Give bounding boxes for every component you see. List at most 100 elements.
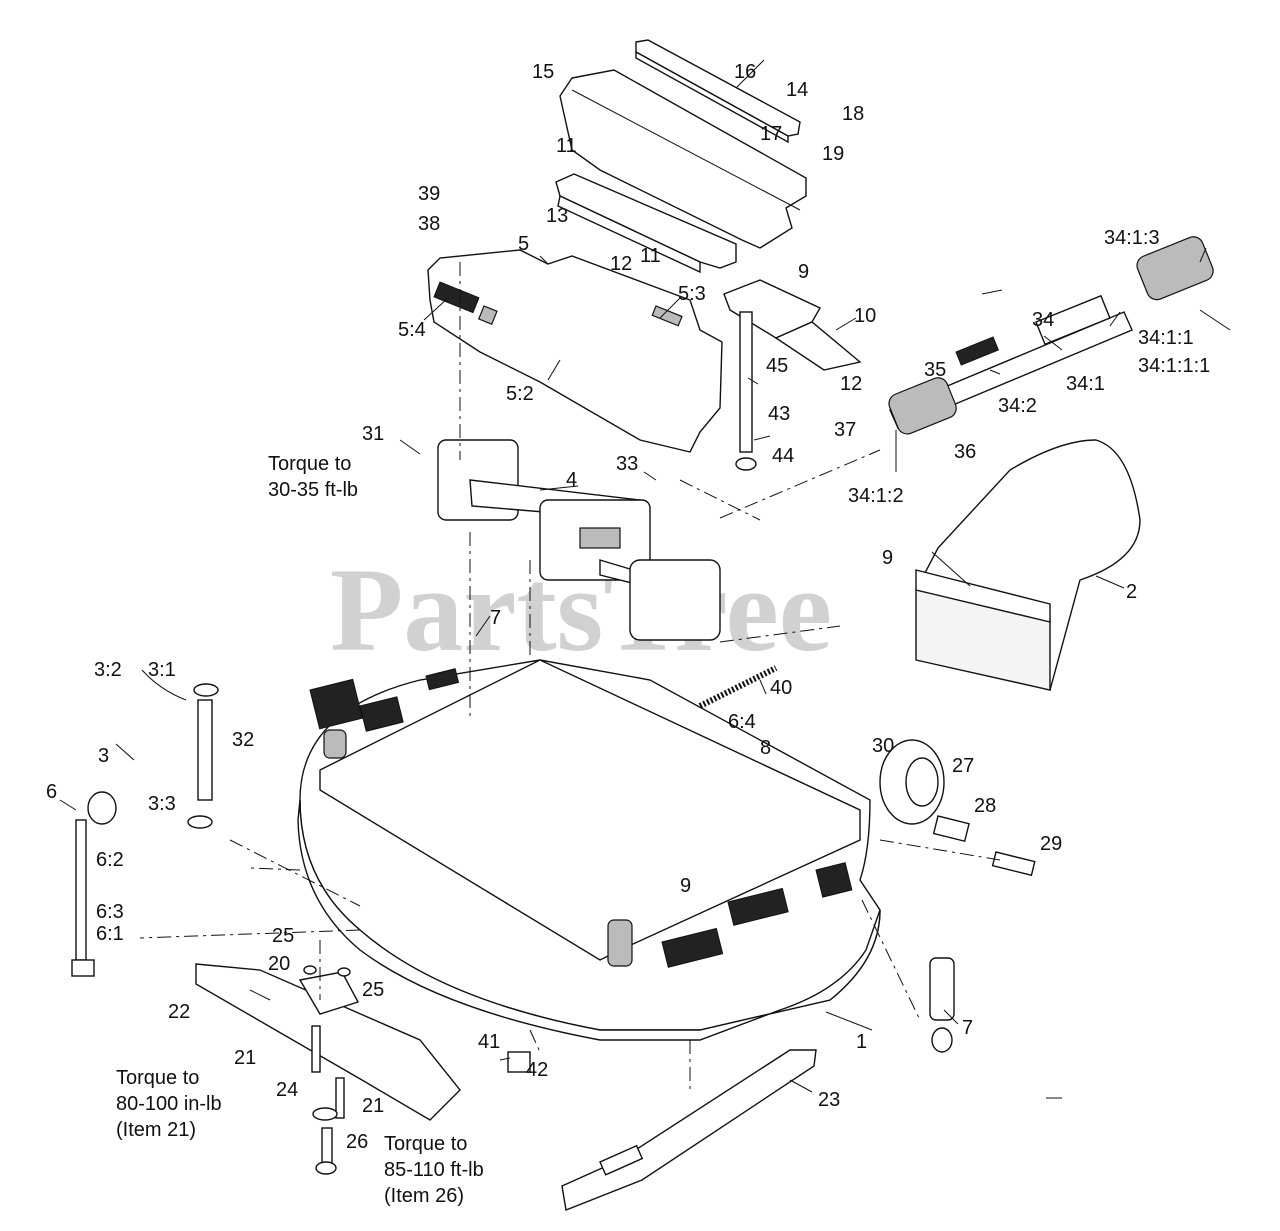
assembly-lines: [139, 262, 1001, 1090]
callout-32: 32: [232, 729, 254, 751]
callout-7-top: 7: [490, 607, 501, 629]
callout-34-1-1-1: 34:1:1:1: [1138, 355, 1210, 377]
callout-9-deck: 9: [680, 875, 691, 897]
callout-3-3: 3:3: [148, 793, 176, 815]
torque-note-item31-line1: Torque to: [268, 453, 351, 475]
callout-30: 30: [872, 735, 894, 757]
part-driveshaft-34: [888, 236, 1214, 435]
part-blade-23: [561, 1049, 817, 1211]
callout-18: 18: [842, 103, 864, 125]
callout-11-upper: 11: [556, 135, 577, 157]
part-mower-deck-1: [297, 659, 881, 1041]
part-hardware: [303, 965, 531, 1175]
callout-8: 8: [760, 737, 771, 759]
callout-31: 31: [362, 423, 384, 445]
callout-21-right: 21: [362, 1095, 384, 1117]
torque-note-item21-line2: 80-100 in-lb: [116, 1093, 222, 1115]
callout-36: 36: [954, 441, 976, 463]
callout-11-lower: 11: [640, 245, 661, 267]
part-blade-22: [195, 963, 461, 1121]
callout-44: 44: [772, 445, 794, 467]
torque-notes: Torque to 30-35 ft-lb Torque to 80-100 i…: [116, 453, 484, 1207]
callout-5-2: 5:2: [506, 383, 534, 405]
callout-3-1: 3:1: [148, 659, 176, 681]
callout-19: 19: [822, 143, 844, 165]
callout-6-3: 6:3: [96, 901, 124, 923]
part-bracket-14: [635, 39, 801, 144]
callout-25-lower: 25: [362, 979, 384, 1001]
callout-labels: 1 2 3 3:1 3:2 3:3 4 5 5:2 5:3 5:4 6 6:1 …: [46, 61, 1210, 1153]
callout-35: 35: [924, 359, 946, 381]
callout-6-1: 6:1: [96, 923, 124, 945]
callout-6-4: 6:4: [728, 711, 756, 733]
callout-27: 27: [952, 755, 974, 777]
callout-12-upper: 12: [610, 253, 632, 275]
callout-10: 10: [854, 305, 876, 327]
callout-5: 5: [518, 233, 529, 255]
callout-34-1: 34:1: [1066, 373, 1105, 395]
part-hub-20: [298, 971, 360, 1015]
callout-39: 39: [418, 183, 440, 205]
part-bracket-13: [555, 173, 737, 274]
callout-6-2: 6:2: [96, 849, 124, 871]
callout-7-bottom: 7: [962, 1017, 973, 1039]
part-height-pin-3: [141, 669, 219, 829]
callout-23: 23: [818, 1089, 840, 1111]
part-height-rod-6: [71, 791, 117, 977]
callout-25-upper: 25: [272, 925, 294, 947]
part-bracket-10: [723, 279, 862, 371]
callout-43: 43: [768, 403, 790, 425]
callout-5-3: 5:3: [678, 283, 706, 305]
callout-34: 34: [1032, 309, 1054, 331]
callout-4: 4: [566, 469, 577, 491]
torque-note-item21-line3: (Item 21): [116, 1119, 196, 1141]
callout-28: 28: [974, 795, 996, 817]
callout-6: 6: [46, 781, 57, 803]
callout-5-4: 5:4: [398, 319, 426, 341]
callout-14: 14: [786, 79, 808, 101]
callout-34-2: 34:2: [998, 395, 1037, 417]
callout-17: 17: [760, 123, 782, 145]
callout-40: 40: [770, 677, 792, 699]
callout-41: 41: [478, 1031, 500, 1053]
callout-34-1-3: 34:1:3: [1104, 227, 1160, 249]
callout-21-left: 21: [234, 1047, 256, 1069]
callout-38: 38: [418, 213, 440, 235]
callout-24: 24: [276, 1079, 298, 1101]
callout-9-chute: 9: [882, 547, 893, 569]
torque-note-item26-line2: 85-110 ft-lb: [384, 1159, 484, 1181]
callout-33: 33: [616, 453, 638, 475]
part-gearbox-cover-5: [427, 249, 723, 453]
callout-34-1-1: 34:1:1: [1138, 327, 1194, 349]
callout-1: 1: [856, 1031, 867, 1053]
callout-45: 45: [766, 355, 788, 377]
callout-26: 26: [346, 1131, 368, 1153]
part-gearbox-4: [437, 439, 721, 641]
leader-lines: [59, 59, 1231, 1099]
callout-2: 2: [1126, 581, 1137, 603]
callout-37: 37: [834, 419, 856, 441]
callout-3: 3: [98, 745, 109, 767]
torque-note-item31-line2: 30-35 ft-lb: [268, 479, 358, 501]
part-shield-plate-15: [559, 69, 807, 249]
callout-42: 42: [526, 1059, 548, 1081]
callout-3-2: 3:2: [94, 659, 122, 681]
callout-22: 22: [168, 1001, 190, 1023]
callout-12-lower: 12: [840, 373, 862, 395]
torque-note-item26-line3: (Item 26): [384, 1185, 464, 1207]
torque-note-item21-line1: Torque to: [116, 1067, 199, 1089]
callout-9-top: 9: [798, 261, 809, 283]
part-discharge-chute-2: [915, 439, 1141, 691]
callout-20: 20: [268, 953, 290, 975]
callout-29: 29: [1040, 833, 1062, 855]
torque-note-item26-line1: Torque to: [384, 1133, 467, 1155]
part-wheel-27: [879, 739, 1036, 877]
callout-15: 15: [532, 61, 554, 83]
callout-34-1-2: 34:1:2: [848, 485, 904, 507]
part-adjuster-7: [929, 957, 955, 1053]
callout-13: 13: [546, 205, 568, 227]
callout-16: 16: [734, 61, 756, 83]
part-standoff-43: [735, 311, 757, 471]
